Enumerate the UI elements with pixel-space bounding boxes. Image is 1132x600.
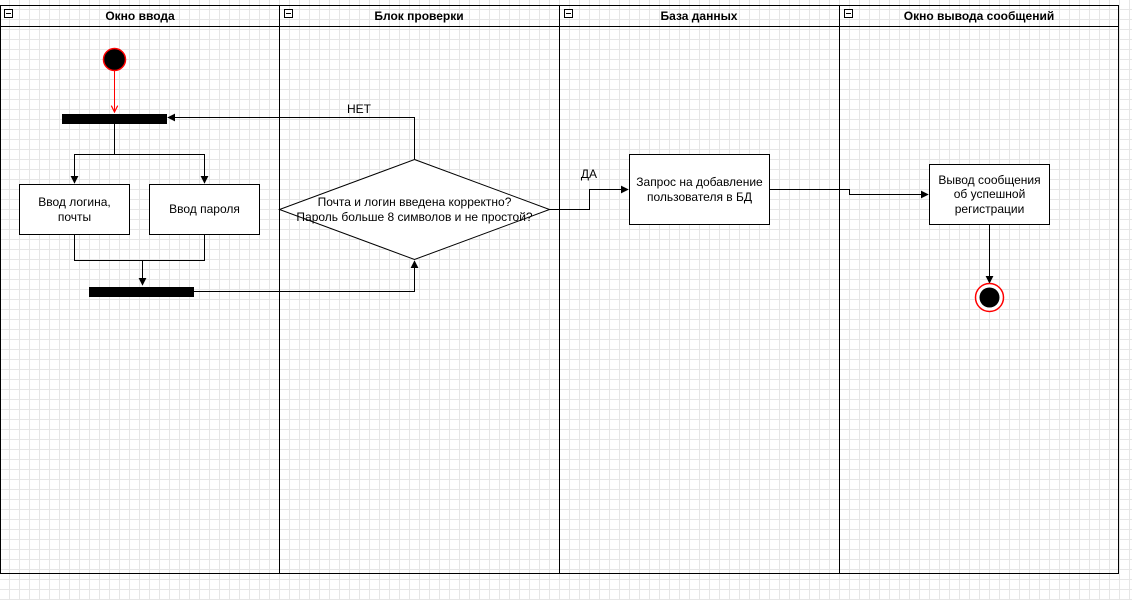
swimlane-pool	[0, 5, 1119, 574]
edges	[70, 71, 994, 292]
fork-bar[interactable]	[62, 114, 167, 124]
decision-label: Почта и логин введена корректно?	[318, 195, 512, 209]
lane-title: Блок проверки	[374, 9, 463, 23]
action-db-request[interactable]: Запрос на добавление пользователя в БД	[629, 154, 770, 225]
collapse-icon[interactable]	[284, 9, 293, 18]
edge-label-yes: ДА	[581, 167, 597, 181]
lane-title: База данных	[661, 9, 738, 23]
edge-validation-no[interactable]	[167, 113, 415, 160]
action-label: об успешной	[954, 187, 1026, 201]
final-node[interactable]	[974, 282, 1005, 313]
decision-validation[interactable]: Почта и логин введена корректно? Пароль …	[278, 158, 551, 261]
edge-password-to-join[interactable]	[142, 235, 205, 261]
join-bar[interactable]	[89, 287, 194, 297]
lane-header-database: База данных	[564, 9, 738, 23]
lane-header-input-window: Окно ввода	[4, 9, 175, 23]
lane-title: Окно вывода сообщений	[904, 9, 1054, 23]
action-label: Ввод пароля	[169, 202, 240, 216]
edge-join-to-validation[interactable]	[194, 260, 419, 292]
collapse-icon[interactable]	[564, 9, 573, 18]
action-password-input[interactable]: Ввод пароля	[149, 184, 260, 235]
action-success-message[interactable]: Вывод сообщения об успешной регистрации	[929, 164, 1050, 225]
action-label: регистрации	[955, 202, 1025, 216]
action-label: Вывод сообщения	[938, 173, 1040, 187]
edge-login-to-join[interactable]	[74, 235, 143, 261]
collapse-icon[interactable]	[844, 9, 853, 18]
edge-fork-to-password[interactable]	[114, 154, 209, 184]
lane-title: Окно ввода	[105, 9, 175, 23]
action-label: Запрос на добавление	[636, 175, 763, 189]
edge-label-no: НЕТ	[347, 102, 372, 116]
initial-node[interactable]	[102, 47, 127, 72]
edge-validation-yes[interactable]	[549, 185, 629, 210]
lane-header-message-window: Окно вывода сообщений	[844, 9, 1054, 23]
edge-db-to-message[interactable]	[769, 189, 929, 199]
collapse-icon[interactable]	[4, 9, 13, 18]
edge-fork-to-login[interactable]	[70, 154, 115, 184]
lane-header-validation-block: Блок проверки	[284, 9, 464, 23]
action-label: почты	[58, 210, 91, 224]
action-login-input[interactable]: Ввод логина, почты	[19, 184, 130, 235]
action-label: пользователя в БД	[647, 190, 752, 204]
action-label: Ввод логина,	[38, 195, 111, 209]
decision-label: Пароль больше 8 символов и не простой?	[296, 210, 533, 224]
